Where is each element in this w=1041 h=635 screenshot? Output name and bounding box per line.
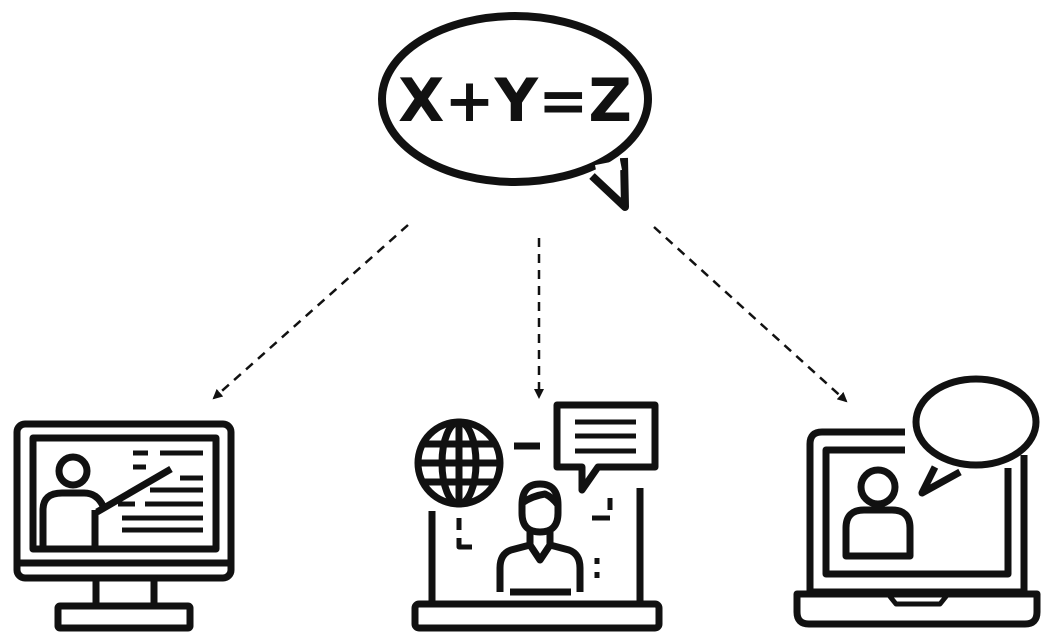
equation-text: X+Y=Z — [398, 66, 632, 136]
arrow-to-video-call — [653, 226, 848, 403]
speech-bubble: X+Y=Z — [378, 12, 652, 211]
speech-bubble-small-icon — [912, 375, 1040, 497]
teacher-monitor-icon — [13, 420, 235, 632]
video-call-laptop-icon — [793, 375, 1041, 628]
chat-icon — [553, 401, 659, 494]
arrow-to-teacher — [212, 224, 409, 400]
online-learning-laptop-icon — [411, 401, 663, 632]
globe-icon — [414, 418, 504, 508]
